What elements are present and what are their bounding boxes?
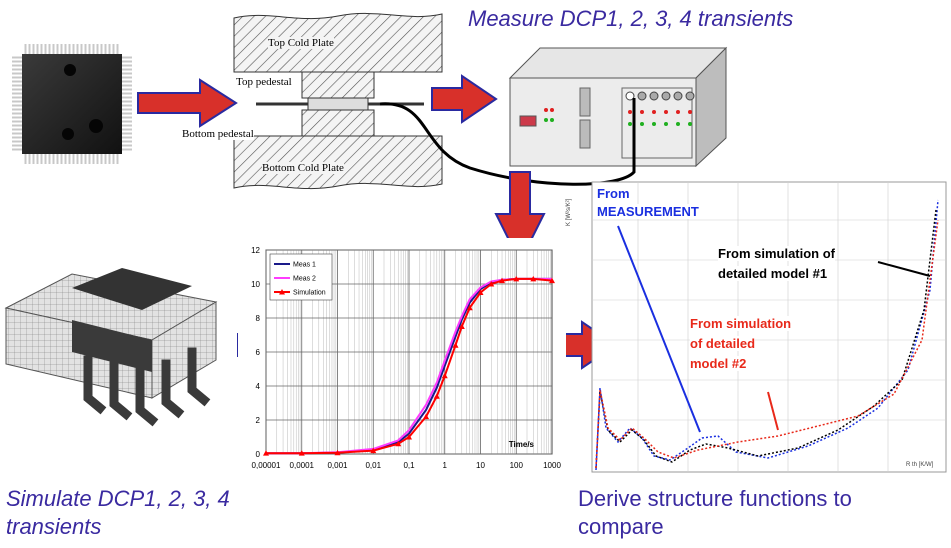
package-mesh-model-image: [4, 268, 218, 427]
series-point: [549, 277, 555, 284]
caption-measure: Measure DCP1, 2, 3, 4 transients: [468, 6, 794, 31]
x-tick-label: 0,01: [365, 461, 381, 470]
y-tick-label: 0: [256, 450, 261, 459]
series-point: [477, 289, 484, 295]
x-tick-label: 0,1: [403, 461, 415, 470]
arrow-fixture-to-instrument: [431, 74, 498, 124]
caption-simulate-line1: Simulate DCP1, 2, 3, 4: [6, 486, 230, 511]
x-tick-label: 1000: [543, 461, 561, 470]
series-point: [488, 281, 495, 287]
curve-model-2: [595, 219, 939, 469]
label-sim-model-2-line1: From simulation: [690, 316, 792, 331]
y-tick-label: 10: [251, 280, 260, 289]
x-tick-label: 10: [476, 461, 485, 470]
label-from-measurement-1: From: [597, 186, 630, 201]
curve-measurement: [595, 199, 939, 471]
series-point: [263, 450, 269, 456]
series-point: [458, 323, 465, 329]
series-point: [298, 450, 305, 456]
series-point: [499, 277, 506, 284]
caption-derive-line1: Derive structure functions to: [578, 486, 852, 511]
label-sim-model-2-line2: of detailed: [690, 336, 756, 351]
x-tick-label: 0,00001: [252, 461, 281, 470]
curve-model-1: [595, 209, 937, 469]
y-tick-label: 12: [251, 246, 260, 255]
y-tick-label: 2: [256, 416, 261, 425]
chart-series: [263, 275, 555, 456]
series-point: [370, 447, 377, 454]
series-point: [441, 372, 448, 379]
ic-chip-image: [12, 44, 132, 164]
caption-derive-line2: compare: [578, 514, 664, 539]
y-tick-label: 8: [256, 314, 261, 323]
label-top-cold-plate: Top Cold Plate: [268, 37, 334, 49]
caption-simulate-line2: transients: [6, 514, 102, 539]
legend-label: Meas 2: [293, 276, 316, 283]
series-point: [334, 449, 341, 456]
label-sim-model-1-line1: From simulation of: [718, 246, 835, 261]
y-tick-label: 4: [256, 382, 261, 391]
structure-y-axis-label: K [W²s/K²]: [566, 198, 572, 226]
transient-chart: 0,00001 0,0001 0,001 0,01 0,1 1 10 100 1000 0 2 4 6 8…: [238, 238, 566, 484]
label-sim-model-1-line2: detailed model #1: [718, 266, 828, 281]
x-tick-label: 1: [443, 461, 448, 470]
label-from-measurement-2: MEASUREMENT: [597, 204, 699, 219]
legend-label: Meas 1: [293, 262, 316, 269]
x-tick-label: 0,0001: [290, 461, 315, 470]
y-tick-label: 6: [256, 348, 261, 357]
series-point: [466, 304, 473, 311]
series-point: [406, 434, 412, 440]
arrow-chip-to-fixture: [137, 78, 238, 128]
label-bottom-pedestal: Bottom pedestal: [182, 128, 254, 140]
label-bottom-cold-plate: Bottom Cold Plate: [262, 162, 344, 174]
series-line-3: [266, 277, 553, 455]
series-point: [452, 342, 459, 348]
series-point: [423, 413, 430, 420]
structure-x-axis-label: R th [K/W]: [906, 462, 934, 468]
legend-marker: [279, 289, 285, 295]
series-point: [530, 275, 537, 282]
legend-label: Simulation: [293, 290, 326, 297]
series-point: [433, 393, 440, 399]
series-point: [513, 275, 520, 282]
x-tick-label: 0,001: [327, 461, 348, 470]
chart-legend: Meas 1 Meas 2 Simulation: [269, 253, 333, 301]
x-tick-label: 100: [510, 461, 524, 470]
chart-x-axis-label: Time/s: [509, 440, 535, 449]
series-point: [395, 440, 402, 447]
label-sim-model-2-line3: model #2: [690, 356, 747, 371]
chart-ticks: 0,00001 0,0001 0,001 0,01 0,1 1 10 100 1000 0 2 4 6 8…: [251, 246, 561, 470]
label-top-pedestal: Top pedestal: [236, 76, 292, 88]
measurement-instrument-image: [508, 46, 728, 168]
